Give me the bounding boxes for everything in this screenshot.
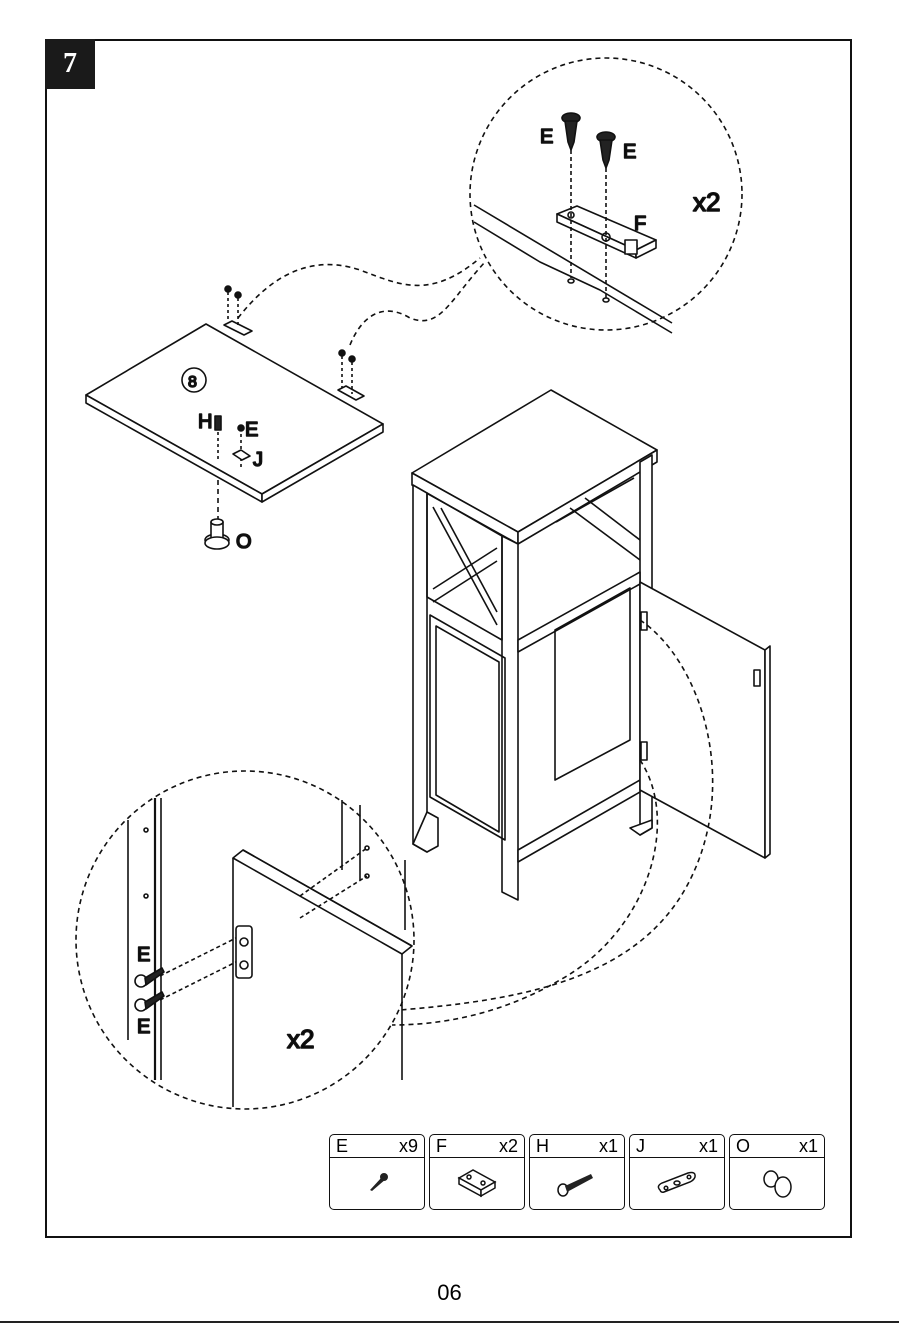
part-qty: x2 [499,1135,518,1157]
label-e: E [623,141,636,163]
part-qty: x1 [599,1135,618,1157]
part-letter: H [536,1135,549,1157]
label-e: E [137,944,150,966]
part-letter: F [436,1135,447,1157]
screw-icon [135,992,164,1011]
screw-icon [597,132,615,168]
knob-icon [757,1165,797,1201]
quantity-bottom: x2 [287,1024,314,1054]
bottom-divider [0,1321,899,1323]
plate-icon [654,1168,700,1198]
top-panel [86,286,383,549]
part-f: F x2 [429,1134,525,1210]
bracket-icon [455,1166,499,1200]
cabinet [412,390,770,900]
screw-icon [135,968,164,987]
part-e: E x9 [329,1134,425,1210]
parts-legend: E x9 F x2 H x1 [329,1134,825,1210]
page-number: 06 [0,1280,899,1306]
bolt-icon [555,1168,599,1198]
part-j: J x1 [629,1134,725,1210]
panel-number: 8 [188,374,197,391]
part-letter: E [336,1135,348,1157]
label-j: J [253,449,263,471]
part-h: H x1 [529,1134,625,1210]
label-e: E [540,126,553,148]
screw-icon [362,1171,392,1195]
part-qty: x9 [399,1135,418,1157]
label-h: H [198,411,212,433]
knob-icon [205,519,229,549]
part-qty: x1 [699,1135,718,1157]
part-o: O x1 [729,1134,825,1210]
label-f: F [634,213,646,235]
label-o: O [236,531,252,553]
part-letter: J [636,1135,645,1157]
label-e: E [245,419,258,441]
label-e: E [137,1016,150,1038]
quantity-top: x2 [693,187,720,217]
bottom-detail-callout [76,771,414,1109]
part-letter: O [736,1135,750,1157]
part-qty: x1 [799,1135,818,1157]
screw-icon [562,113,580,150]
